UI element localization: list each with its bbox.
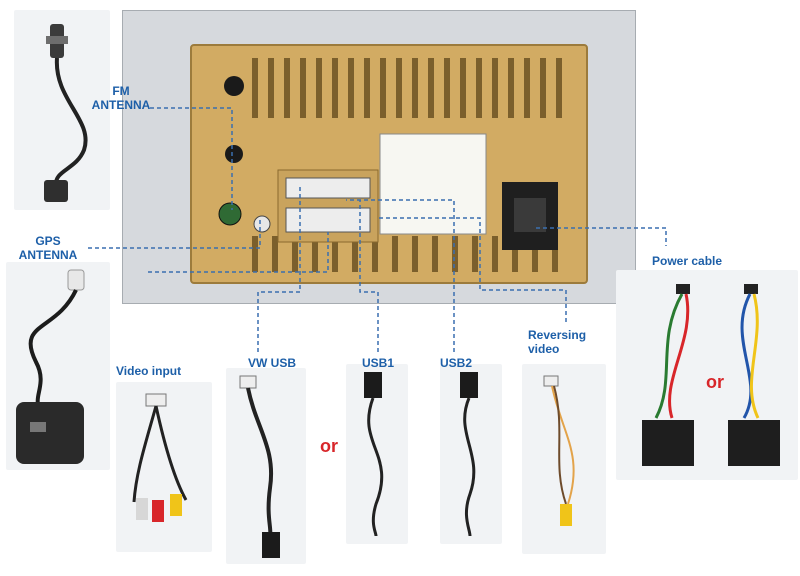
video-input-cable-photo <box>116 382 212 552</box>
gps-antenna-photo <box>6 262 110 470</box>
usb1-leader <box>359 200 379 352</box>
reversing-video-leader <box>378 217 567 322</box>
vw-usb-leader <box>257 184 301 352</box>
power-cable-drawing <box>642 284 780 466</box>
power-cable-leader <box>536 227 667 246</box>
gps-antenna-leader <box>88 220 261 249</box>
fm-antenna-leader <box>150 107 233 210</box>
vw-usb-cable-photo <box>226 368 306 564</box>
usb2-cable-drawing <box>460 372 478 537</box>
gps-antenna-label: GPS ANTENNA <box>18 234 78 262</box>
fm-antenna-photo <box>14 10 110 210</box>
usb1-cable-drawing <box>364 372 384 537</box>
head-unit-housing <box>190 44 588 284</box>
power-cable-label: Power cable <box>652 254 723 268</box>
video-input-label: Video input <box>116 364 182 378</box>
power-cable-photo <box>616 270 798 480</box>
usb2-cable-photo <box>440 364 502 544</box>
reversing-video-label: Reversing video <box>528 328 587 356</box>
reversing-video-cable-photo <box>522 364 606 554</box>
usb-or-label: or <box>320 436 338 456</box>
video-input-cable-drawing <box>132 393 188 522</box>
reversing-video-cable-drawing <box>543 375 575 526</box>
housing-vents <box>218 58 562 272</box>
fm-antenna-label: FM ANTENNA <box>91 84 151 112</box>
usb2-leader <box>346 199 455 352</box>
usb1-label: USB1 <box>362 356 395 370</box>
usb1-cable-photo <box>346 364 408 544</box>
vw-usb-label: VW USB <box>248 356 296 370</box>
usb2-label: USB2 <box>440 356 473 370</box>
gps-antenna-drawing <box>16 269 85 464</box>
fm-antenna-cable-drawing <box>44 24 88 202</box>
vw-usb-cable-drawing <box>239 375 280 558</box>
power-or-label: or <box>706 372 724 392</box>
video-input-leader <box>148 232 329 273</box>
